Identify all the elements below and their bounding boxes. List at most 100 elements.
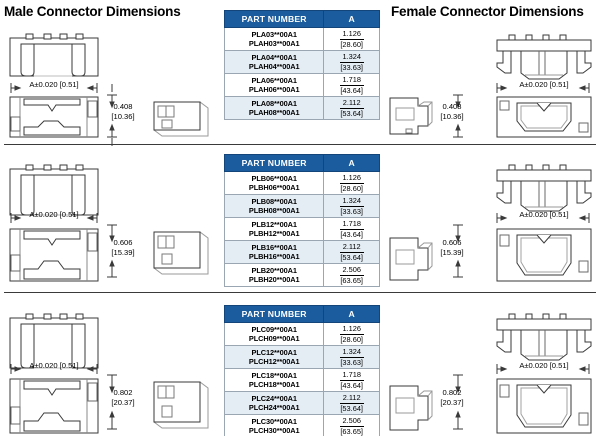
male-isometric-view-band-a [152,98,210,138]
male-height-ext-band-a [106,84,118,146]
female-width-dimension-label-band-c: A±0.020 [0.51] [519,361,569,370]
male-height-inch-band-c: 0.802 [113,388,133,397]
a-dimension-cell: 1.718[43.64] [323,368,380,392]
col-header-a: A [323,305,380,323]
male-width-dimension-label-band-b: A±0.020 [0.51] [29,210,79,219]
table-header-row: PART NUMBER A [223,10,380,28]
female-height-dimension-band-c [452,372,464,432]
female-top-view-band-a [495,95,593,139]
part-number-secondary: PLBH20**00A1 [248,275,300,284]
a-dimension-cell: 1.324[33.63] [323,194,380,218]
a-dimension-cell: 1.324[33.63] [323,345,380,369]
part-number-primary: PLA04**00A1 [251,52,297,62]
female-width-dimension-band-b [494,212,594,224]
a-dimension-mm: [43.64] [340,380,363,390]
part-number-secondary: PLBH06**00A1 [248,183,300,192]
female-isometric-view-band-a [388,96,433,138]
part-number-secondary: PLCH18**00A1 [248,380,300,389]
part-number-primary: PLC24**00A1 [251,393,297,403]
part-number-primary: PLA03**00A1 [251,29,297,39]
male-height-label-band-c: 0.802 [20.37] [103,388,143,408]
a-dimension-cell: 1.126[28.60] [323,27,380,51]
part-number-secondary: PLCH09**00A1 [248,334,300,343]
a-dimension-cell: 2.112[53.64] [323,240,380,264]
female-height-label-band-c: 0.802 [20.37] [432,388,472,408]
female-height-dimension-band-a [452,92,464,140]
a-dimension-inch: 1.324 [339,52,364,63]
male-height-dimension-band-b [106,222,118,280]
part-number-primary: PLC09**00A1 [251,324,297,334]
male-width-dimension-label-band-a: A±0.020 [0.51] [29,80,79,89]
part-number-secondary: PLBH16**00A1 [248,252,300,261]
male-width-dimension-label-band-c: A±0.020 [0.51] [29,361,79,370]
female-height-mm-band-b: [15.39] [440,248,464,257]
a-dimension-mm: [28.60] [340,334,363,344]
a-dimension-cell: 2.506[63.65] [323,263,380,287]
a-dimension-mm: [63.65] [340,275,363,285]
female-height-mm-band-c: [20.37] [440,398,464,407]
male-height-inch-band-b: 0.606 [113,238,133,247]
male-height-inch-band-a: 0.408 [113,102,133,111]
a-dimension-inch: 1.126 [339,324,364,335]
a-dimension-mm: [63.65] [340,426,363,436]
female-height-inch-band-a: 0.408 [442,102,462,111]
part-number-primary: PLB06**00A1 [251,173,297,183]
female-height-label-band-a: 0.408 [10.36] [432,102,472,122]
part-number-primary: PLB16**00A1 [251,242,297,252]
male-height-mm-band-b: [15.39] [111,248,135,257]
col-header-part-number: PART NUMBER [223,154,325,172]
male-top-view-band-b [8,227,104,283]
part-number-secondary: PLAH04**00A1 [248,62,300,71]
a-dimension-cell: 1.126[28.60] [323,322,380,346]
a-dimension-mm: [28.60] [340,39,363,49]
a-dimension-cell: 2.112[53.64] [323,391,380,415]
male-isometric-view-band-b [152,228,210,276]
female-height-mm-band-a: [10.36] [440,112,464,121]
a-dimension-cell: 1.718[43.64] [323,217,380,241]
male-height-dimension-band-c [106,372,118,432]
male-width-dimension-band-a [8,82,104,94]
female-height-inch-band-b: 0.606 [442,238,462,247]
female-isometric-view-band-b [388,236,433,284]
female-width-dimension-label-band-b: A±0.020 [0.51] [519,210,569,219]
male-isometric-view-band-c [152,378,210,430]
a-dimension-cell: 1.126[28.60] [323,171,380,195]
female-height-dimension-band-b [452,222,464,280]
a-dimension-inch: 1.126 [339,173,364,184]
band-divider-2 [4,292,596,293]
female-height-label-band-b: 0.606 [15.39] [432,238,472,258]
a-dimension-mm: [33.63] [340,357,363,367]
female-top-view-band-b [495,227,593,283]
female-section-title: Female Connector Dimensions [391,4,584,19]
a-dimension-cell: 1.324[33.63] [323,50,380,74]
table-header-row: PART NUMBER A [223,154,380,172]
male-width-dimension-band-c [8,363,104,375]
part-number-primary: PLC12**00A1 [251,347,297,357]
a-dimension-mm: [53.64] [340,252,363,262]
part-number-primary: PLC30**00A1 [251,416,297,426]
col-header-a: A [323,154,380,172]
a-dimension-inch: 1.324 [339,347,364,358]
part-number-primary: PLB12**00A1 [251,219,297,229]
male-height-label-band-a: 0.408 [10.36] [103,102,143,122]
part-number-secondary: PLBH08**00A1 [248,206,300,215]
part-number-secondary: PLCH12**00A1 [248,357,300,366]
part-number-primary: PLB20**00A1 [251,265,297,275]
female-end-view-band-a [495,33,593,81]
female-width-dimension-band-c [494,363,594,375]
